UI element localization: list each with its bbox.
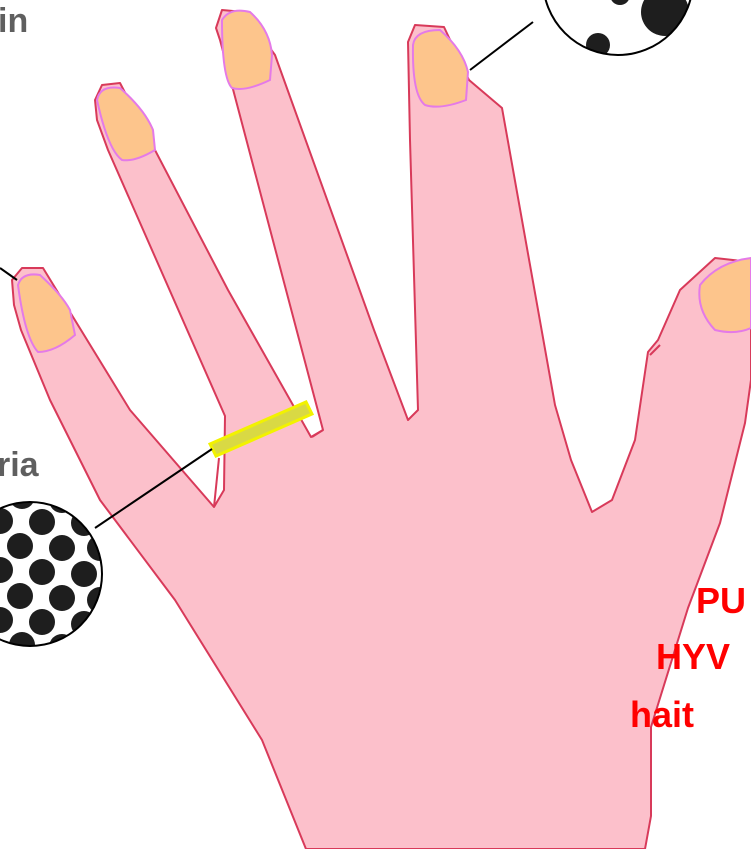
nail-ring (97, 88, 155, 161)
warning-line-1: PU (696, 583, 746, 619)
bacteria-magnifier (543, 0, 693, 57)
bacteria-magnifier (0, 483, 113, 660)
warning-line-2: HYV (656, 639, 730, 675)
callout-line (0, 268, 17, 280)
nail-middle (222, 11, 272, 89)
label-mid-left: ria (0, 448, 39, 482)
warning-line-3: hait (630, 697, 694, 733)
label-top-left: in (0, 4, 28, 38)
callout-line (470, 22, 533, 70)
nail-index (413, 30, 468, 107)
